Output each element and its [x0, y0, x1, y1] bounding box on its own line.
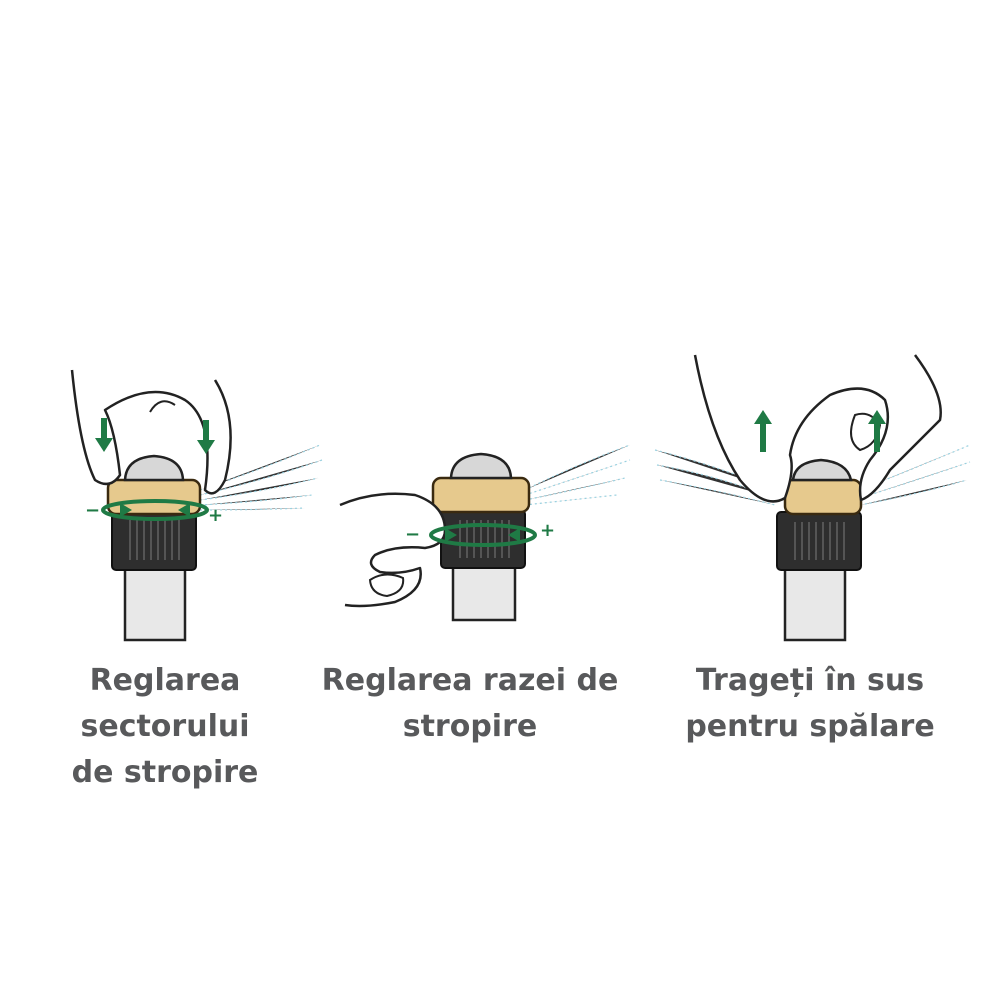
- minus-label: −: [85, 500, 100, 521]
- sprinkler-body: [440, 509, 526, 569]
- nozzle-cap: [791, 458, 853, 482]
- thumb: [149, 400, 176, 413]
- push-down-arrow-icon: [95, 418, 215, 454]
- radius-adjust-illustration: − +: [339, 444, 631, 622]
- plus-label: +: [208, 505, 223, 526]
- hand: [693, 354, 942, 503]
- grip-ridges: [129, 520, 180, 560]
- step-pull-flush: Trageți în sus pentru spălare: [645, 340, 975, 810]
- step-sector-adjust: − + Reglarea sectorului de stropire: [0, 340, 330, 810]
- step-caption: Reglarea sectorului de stropire: [71, 663, 259, 790]
- nozzle-cap: [123, 454, 185, 482]
- hands: [70, 369, 232, 495]
- brass-nozzle: [783, 478, 863, 516]
- nozzle-cap: [449, 452, 513, 480]
- sprinkler-stem: [123, 563, 187, 642]
- sprinkler-stem: [783, 563, 847, 642]
- step-radius-adjust: − + Reglarea razei de stropire: [305, 340, 635, 810]
- grip-ridges: [794, 522, 845, 560]
- pull-flush-illustration: [654, 354, 971, 642]
- step-caption: Trageți în sus pentru spălare: [685, 663, 935, 744]
- hand: [339, 492, 447, 608]
- plus-label: +: [540, 520, 555, 541]
- rotate-arrow-icon: [101, 499, 209, 521]
- sprinkler-stem: [451, 563, 517, 622]
- minus-label: −: [405, 524, 420, 545]
- rotate-arrow-icon: [429, 523, 537, 547]
- pull-up-arrow-icon: [754, 410, 886, 452]
- sector-adjust-illustration: − +: [70, 369, 323, 642]
- brass-nozzle: [431, 476, 531, 514]
- finger: [368, 573, 405, 598]
- water-spray: [524, 444, 631, 506]
- water-spray: [199, 444, 323, 511]
- step-caption: Reglarea razei de stropire: [321, 663, 619, 744]
- sprinkler-body: [776, 511, 862, 571]
